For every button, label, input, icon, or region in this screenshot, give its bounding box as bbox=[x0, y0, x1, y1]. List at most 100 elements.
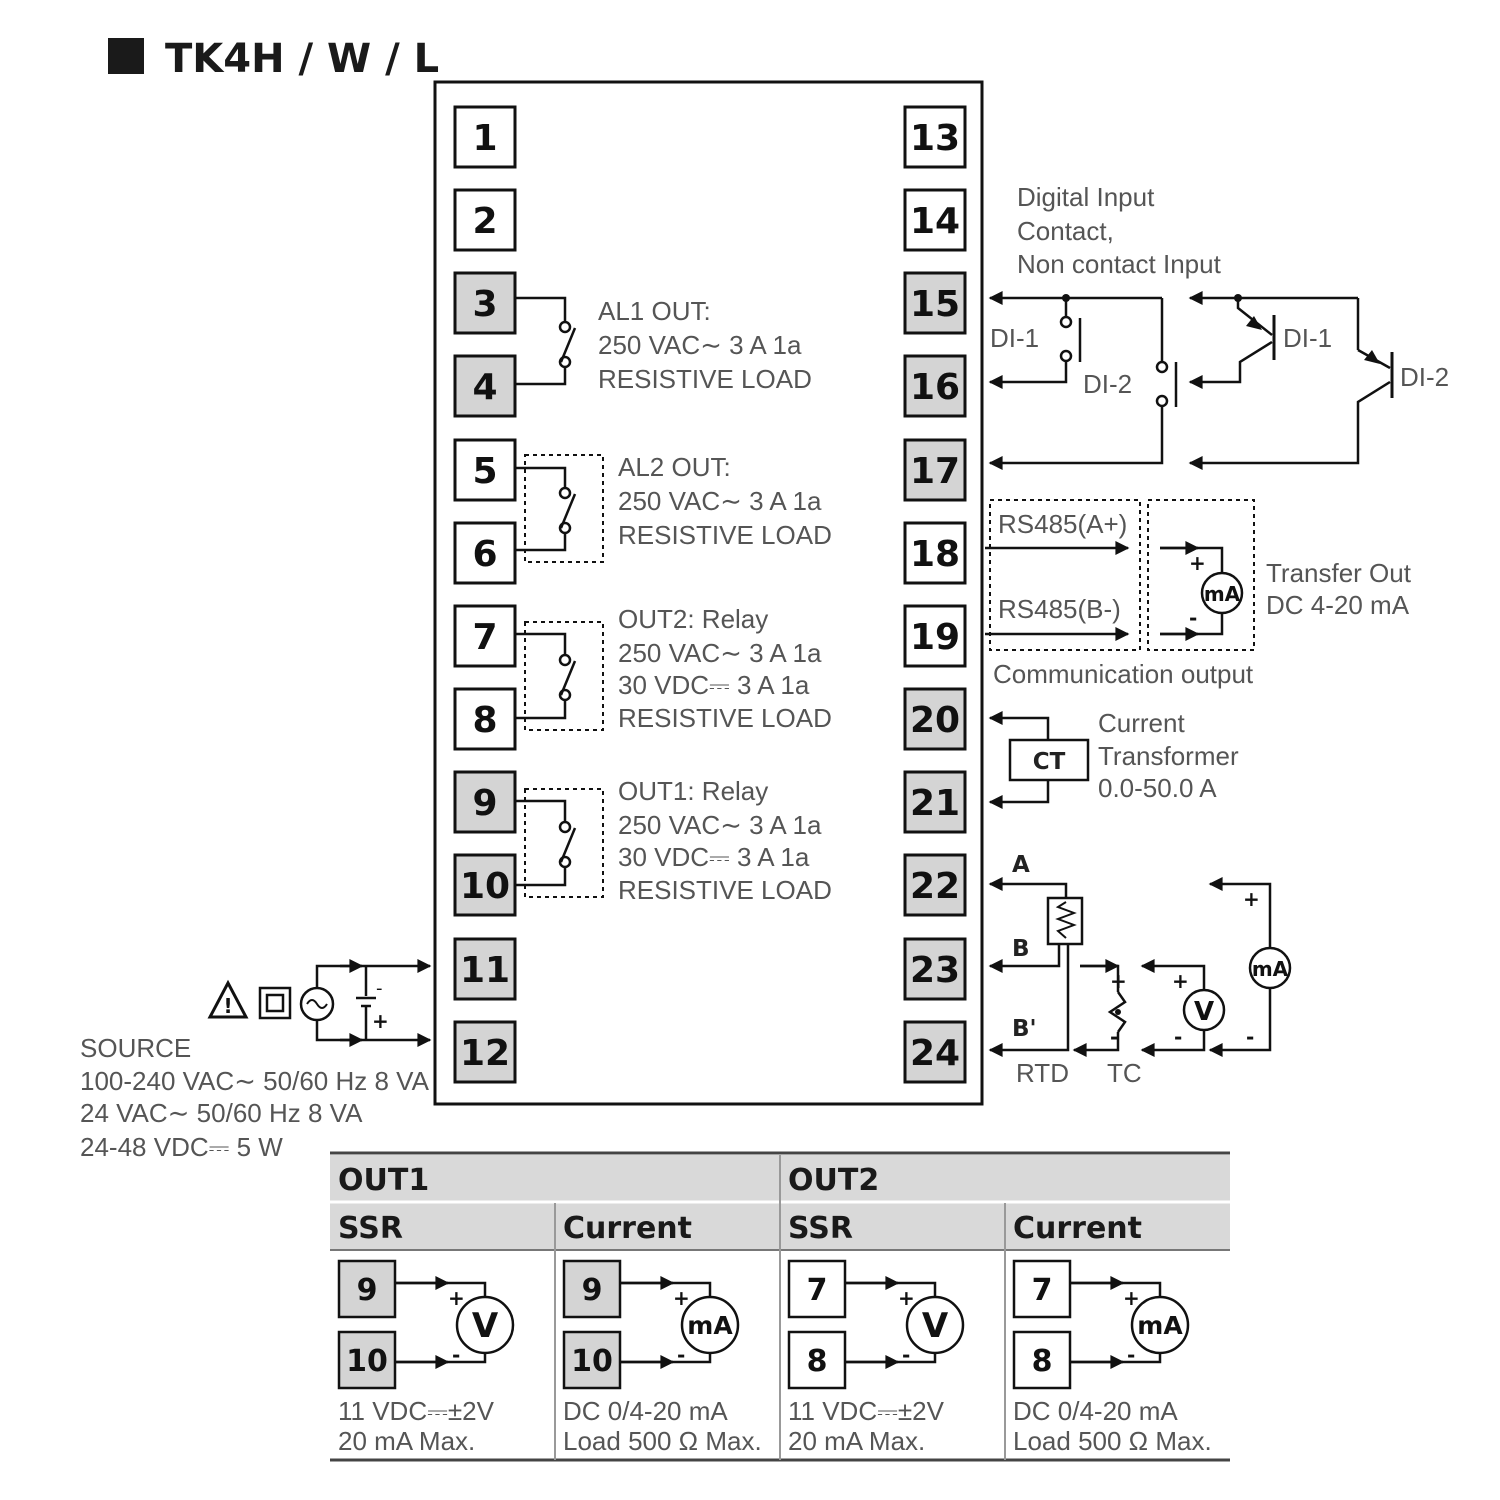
svg-text:+: + bbox=[1189, 551, 1206, 575]
digital-input-label-3: Non contact Input bbox=[1017, 249, 1222, 279]
terminal-number: 21 bbox=[910, 783, 960, 824]
milliammeter-icon: mA bbox=[687, 1311, 733, 1340]
table-note-1: DC 0/4-20 mA bbox=[563, 1396, 728, 1426]
rtd-b-label: B bbox=[1012, 936, 1030, 962]
terminal-number: 14 bbox=[910, 201, 960, 242]
svg-text:!: ! bbox=[223, 994, 232, 1018]
terminal-number: 7 bbox=[472, 617, 497, 658]
table-col-header: Current bbox=[563, 1211, 692, 1246]
power-source: ! - + bbox=[207, 959, 432, 1047]
table-note-2: 20 mA Max. bbox=[338, 1426, 475, 1456]
transfer-ma-meter-icon: mA bbox=[1204, 582, 1241, 606]
di1-noncontact-label: DI-1 bbox=[1283, 323, 1332, 353]
input-v-meter-icon: V bbox=[1194, 997, 1214, 1027]
terminal-18: 18 bbox=[903, 521, 967, 585]
table-col-header: SSR bbox=[788, 1211, 853, 1246]
warning-icon bbox=[207, 979, 249, 1019]
voltmeter-icon: V bbox=[922, 1306, 949, 1346]
ma-plus: + bbox=[1243, 887, 1260, 911]
di1-contact-label: DI-1 bbox=[990, 323, 1039, 353]
terminal-number: 10 bbox=[460, 866, 510, 907]
rtd-a-label: A bbox=[1012, 852, 1030, 878]
svg-text:+: + bbox=[372, 1009, 389, 1033]
terminal-number: 2 bbox=[472, 201, 497, 242]
al2-label-2: 250 VAC∼ 3 A 1a bbox=[618, 486, 822, 516]
table-terminal-bottom: 8 bbox=[1032, 1344, 1053, 1379]
terminal-number: 11 bbox=[460, 950, 510, 991]
out2-label-2: 250 VAC∼ 3 A 1a bbox=[618, 638, 822, 668]
terminal-3: 3 bbox=[453, 271, 517, 335]
terminal-5: 5 bbox=[453, 438, 517, 502]
rs485-b-label: RS485(B-) bbox=[998, 594, 1121, 624]
terminal-number: 19 bbox=[910, 617, 960, 658]
controller-body bbox=[433, 80, 984, 1106]
terminal-20: 20 bbox=[903, 687, 967, 751]
ct-label-2: Transformer bbox=[1098, 741, 1239, 771]
table-terminal-top: 7 bbox=[1032, 1273, 1053, 1308]
out2-label-4: RESISTIVE LOAD bbox=[618, 703, 832, 733]
terminal-number: 18 bbox=[910, 534, 960, 575]
terminal-number: 8 bbox=[472, 700, 497, 741]
terminal-number: 13 bbox=[910, 118, 960, 159]
source-label-4: 24-48 VDC⎓ 5 W bbox=[80, 1132, 283, 1162]
table-note-2: Load 500 Ω Max. bbox=[563, 1426, 762, 1456]
al2-label-1: AL2 OUT: bbox=[618, 452, 731, 482]
out1-label-2: 250 VAC∼ 3 A 1a bbox=[618, 810, 822, 840]
ma-minus: - bbox=[1246, 1025, 1254, 1049]
table-col-header: Current bbox=[1013, 1211, 1142, 1246]
ct-label-1: Current bbox=[1098, 708, 1185, 738]
table-terminal-top: 7 bbox=[807, 1273, 828, 1308]
di2-noncontact-label: DI-2 bbox=[1400, 362, 1449, 392]
di2-contact-label: DI-2 bbox=[1083, 369, 1132, 399]
source-label-2: 100-240 VAC∼ 50/60 Hz 8 VA bbox=[80, 1066, 430, 1096]
out1-label-4: RESISTIVE LOAD bbox=[618, 875, 832, 905]
plus-sign: + bbox=[898, 1286, 915, 1310]
terminal-number: 6 bbox=[472, 534, 497, 575]
ct-box-label: CT bbox=[1033, 749, 1066, 775]
terminal-number: 23 bbox=[910, 950, 960, 991]
terminal-21: 21 bbox=[903, 770, 967, 834]
double-insulation-icon bbox=[258, 986, 292, 1020]
terminal-19: 19 bbox=[903, 604, 967, 668]
out2-label-3: 30 VDC⎓ 3 A 1a bbox=[618, 670, 810, 700]
terminal-1: 1 bbox=[453, 105, 517, 169]
terminal-6: 6 bbox=[453, 521, 517, 585]
terminal-23: 23 bbox=[903, 937, 967, 1001]
terminal-10: 10 bbox=[453, 853, 517, 917]
minus-sign: - bbox=[902, 1343, 910, 1367]
terminal-number: 22 bbox=[910, 866, 960, 907]
al1-label-1: AL1 OUT: bbox=[598, 296, 711, 326]
out1-label-1: OUT1: Relay bbox=[618, 776, 768, 806]
source-label-3: 24 VAC∼ 50/60 Hz 8 VA bbox=[80, 1098, 363, 1128]
digital-input-label-2: Contact, bbox=[1017, 216, 1114, 246]
digital-input-noncontact bbox=[1188, 291, 1394, 470]
rtd-label: RTD bbox=[1016, 1058, 1069, 1088]
transfer-out-label-2: DC 4-20 mA bbox=[1266, 590, 1410, 620]
terminal-number: 15 bbox=[910, 284, 960, 325]
terminal-22: 22 bbox=[903, 853, 967, 917]
terminal-17: 17 bbox=[903, 438, 967, 502]
table-terminal-bottom: 8 bbox=[807, 1344, 828, 1379]
ct-label-3: 0.0-50.0 A bbox=[1098, 773, 1217, 803]
terminal-number: 12 bbox=[460, 1033, 510, 1074]
table-note-1: 11 VDC⎓±2V bbox=[788, 1396, 945, 1426]
terminal-number: 3 bbox=[472, 284, 497, 325]
terminal-13: 13 bbox=[903, 105, 967, 169]
plus-sign: + bbox=[673, 1286, 690, 1310]
communication-output-label: Communication output bbox=[993, 659, 1254, 689]
v-minus: - bbox=[1174, 1025, 1182, 1049]
svg-text:-: - bbox=[376, 978, 383, 999]
table-col-header: SSR bbox=[338, 1211, 403, 1246]
tc-plus: + bbox=[1110, 969, 1127, 993]
rtd-bprime-label: B' bbox=[1012, 1016, 1037, 1042]
table-note-2: 20 mA Max. bbox=[788, 1426, 925, 1456]
terminal-number: 9 bbox=[472, 783, 497, 824]
terminal-number: 4 bbox=[472, 367, 497, 408]
minus-sign: - bbox=[452, 1343, 460, 1367]
title-square-icon bbox=[108, 38, 144, 74]
